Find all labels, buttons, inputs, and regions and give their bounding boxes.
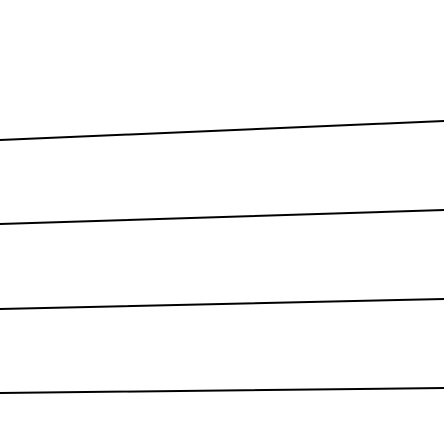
- ruled-lines-group: [0, 120, 444, 394]
- ruled-line-4: [0, 387, 444, 394]
- ruled-line-2: [0, 209, 444, 225]
- ruled-line-3: [0, 298, 444, 310]
- ruled-line-1: [0, 120, 444, 141]
